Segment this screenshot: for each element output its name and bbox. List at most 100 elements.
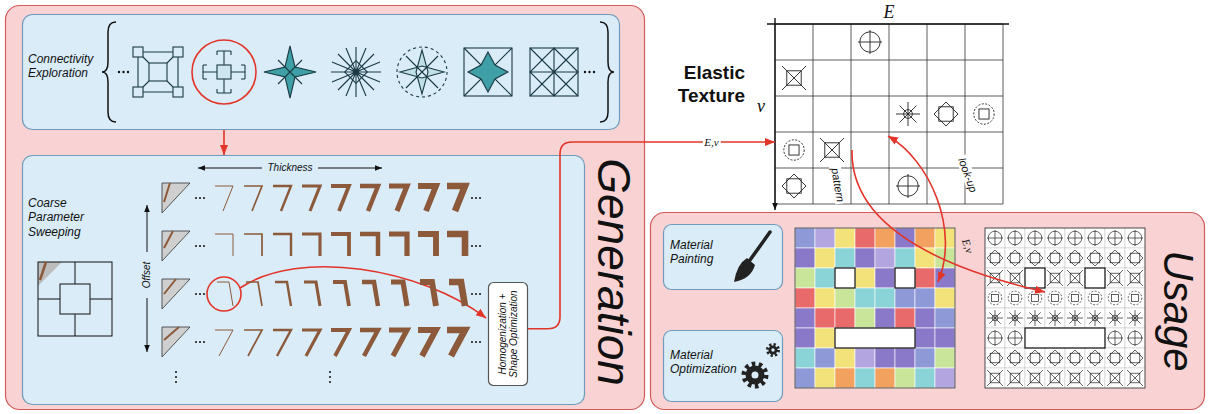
strut-thumbnail [244,186,262,211]
axis-label: Thickness [267,163,312,174]
pattern-cell [1085,368,1105,388]
micro-pattern [1047,350,1063,366]
pattern-cell [1025,328,1045,348]
micro-pattern [1090,353,1100,363]
pattern-cell [1105,268,1125,288]
micro-pattern [987,350,1003,366]
thickness-arrow [198,168,262,169]
strut-thumbnail [360,330,378,356]
material-cell [795,268,815,288]
offset-arrow [147,205,148,252]
axis-arrow [774,18,775,210]
stage-panel: UsageMaterial PaintingMaterial Optimizat… [650,212,1205,410]
material-cell [875,228,895,248]
micro-pattern [1048,291,1062,305]
material-cell [795,328,815,348]
material-cell [795,288,815,308]
pattern-cell [1085,228,1105,248]
pattern-cell [1065,368,1085,388]
pattern-cell [1045,348,1065,368]
micro-pattern [1068,291,1082,305]
pattern-cell [985,248,1005,268]
ellipsis-dots [475,245,477,247]
micro-pattern [1007,310,1023,326]
micro-pattern [1087,370,1103,386]
material-cell [895,268,915,288]
thickness-arrow [318,168,382,169]
ellipsis-dots [203,341,205,343]
pattern-cell [1085,328,1105,348]
micro-pattern [1087,250,1103,266]
material-cell [875,368,895,388]
ellipsis-dots [593,71,595,73]
micro-pattern [1110,253,1120,263]
pattern-cell [985,348,1005,368]
lattice-pattern [345,61,368,84]
ellipsis-dots [475,197,477,199]
micro-pattern [1132,315,1138,321]
micro-pattern [992,315,998,321]
micro-pattern [1127,310,1143,326]
box-title: Material Painting [670,238,732,267]
pattern-cell [1105,368,1125,388]
step-box-fill [23,15,620,130]
pattern-cell [985,228,1005,248]
arrow-label: pattern [829,165,848,205]
strut-thumbnail [389,330,407,356]
process-box: Homogenization + Shape Optimization [488,282,528,386]
micro-pattern [1027,370,1043,386]
lattice-pattern [530,48,578,96]
strut-thumbnail [447,234,465,256]
material-cell [875,328,895,348]
ellipsis-dots [479,245,481,247]
material-cell [915,228,935,248]
pattern-arrow [852,150,1045,292]
lattice-pattern [464,48,512,96]
connectivity-patterns [102,22,614,122]
micro-pattern [784,140,804,160]
micro-pattern [1007,350,1023,366]
material-cell [815,308,835,328]
micro-pattern [1087,230,1103,246]
pattern-cell [1065,248,1085,268]
micro-pattern [1067,310,1083,326]
micro-pattern [1028,291,1042,305]
panel-title: Generation [590,158,638,386]
ellipsis-dots [199,293,201,295]
offset-triangle [164,279,176,294]
micro-pattern [987,370,1003,386]
strut-thumbnail [273,330,291,356]
strut-thumbnail [418,186,436,211]
strut-thumbnail [418,330,436,356]
offset-triangle [162,327,190,357]
strut-thumbnail [447,330,465,356]
ellipsis-dots [329,376,331,378]
micro-pattern [1092,315,1098,321]
micro-pattern [1087,310,1103,326]
pattern-cell [1125,348,1145,368]
cell-diagram [38,262,62,286]
pattern-cell [1045,308,1065,328]
micro-pattern [1107,270,1123,286]
lattice-pattern [530,48,578,96]
micro-pattern [934,102,958,126]
micro-pattern [1130,253,1140,263]
ellipsis-dots [203,293,205,295]
micro-pattern [1070,253,1080,263]
lattice-pattern [203,51,245,93]
pattern-cell [1045,368,1065,388]
axis-label: ν [757,97,765,116]
micro-pattern [1027,230,1043,246]
pattern-cell [1085,248,1105,268]
lattice-pattern [203,51,245,93]
strut-thumbnail [391,282,407,306]
brush-icon [734,258,755,282]
micro-pattern [1108,291,1122,305]
tool-box: Material Painting [663,224,783,290]
pattern-cell [1025,308,1045,328]
pattern-cell [1005,308,1025,328]
pattern-cell [1105,308,1125,328]
strut-thumbnail [215,186,233,211]
offset-triangle [164,327,179,340]
lattice-pattern [264,46,316,98]
